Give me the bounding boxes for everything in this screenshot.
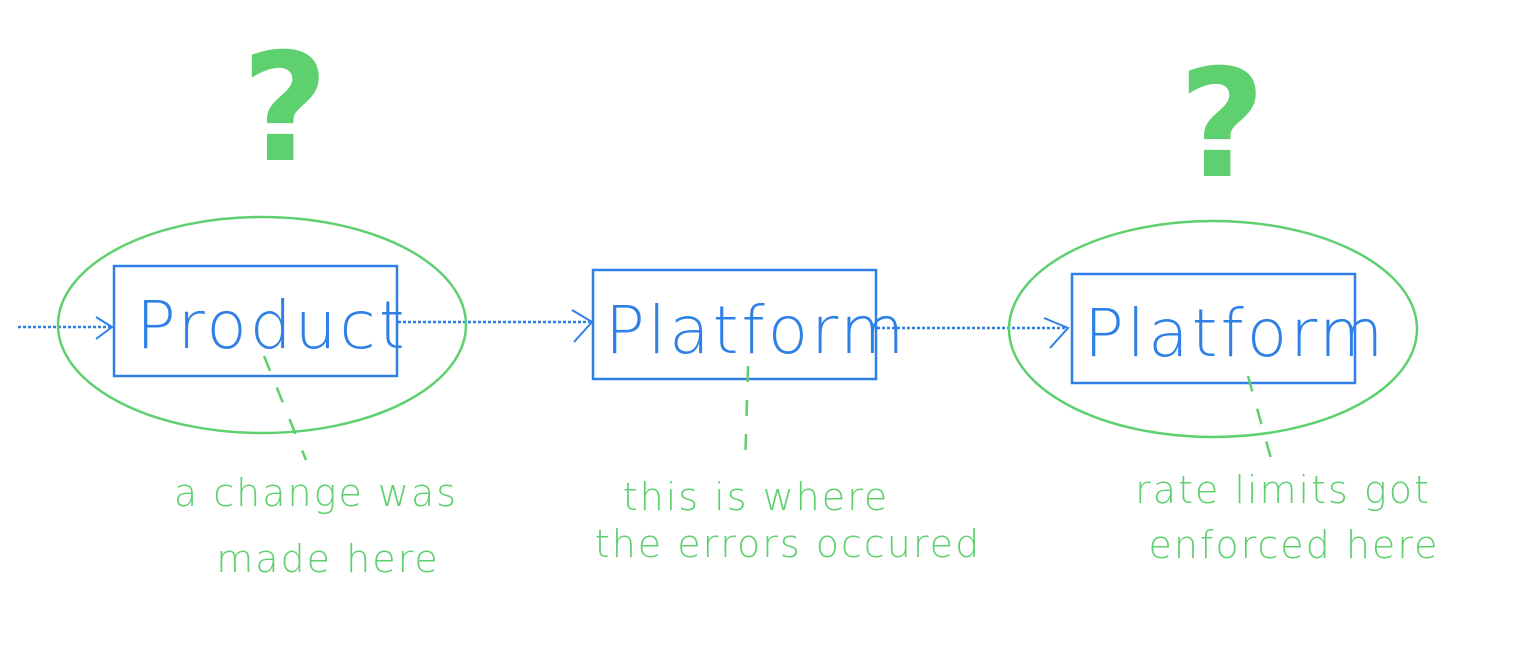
annotation-middle: this is where the errors occured (595, 475, 981, 566)
node-label-product: Product (136, 287, 408, 364)
arrow-platform-to-platform (877, 317, 1070, 349)
question-mark-right: ? (1178, 38, 1265, 212)
node-box (1070, 272, 1357, 385)
node-label-platform-middle: Platform (605, 292, 907, 369)
highlight-ellipse-platform-right (1007, 219, 1419, 439)
annotation-left: a change was made here (174, 471, 458, 581)
annotation-leader-middle (743, 365, 750, 469)
annotation-right: rate limits got enforced here (1135, 468, 1440, 567)
annotation-right-line2: enforced here (1149, 523, 1440, 567)
node-platform-middle: Platform (591, 268, 907, 381)
annotation-middle-line2: the errors occured (595, 522, 981, 566)
question-mark-left: ? (241, 22, 328, 196)
node-product: Product (112, 264, 408, 378)
node-label-platform-right: Platform (1084, 295, 1386, 372)
annotation-leader-left (262, 355, 308, 461)
annotation-right-line1: rate limits got (1135, 468, 1431, 512)
annotation-middle-line1: this is where (623, 475, 890, 519)
annotation-left-line1: a change was (174, 471, 458, 515)
annotation-leader-right (1246, 375, 1274, 463)
highlight-ellipse-product (56, 215, 468, 435)
node-platform-right: Platform (1070, 272, 1386, 385)
node-box (591, 268, 878, 381)
arrow-product-to-platform (398, 309, 594, 343)
node-box (112, 264, 399, 378)
annotation-left-line2: made here (216, 537, 440, 581)
arrow-incoming (18, 316, 114, 340)
